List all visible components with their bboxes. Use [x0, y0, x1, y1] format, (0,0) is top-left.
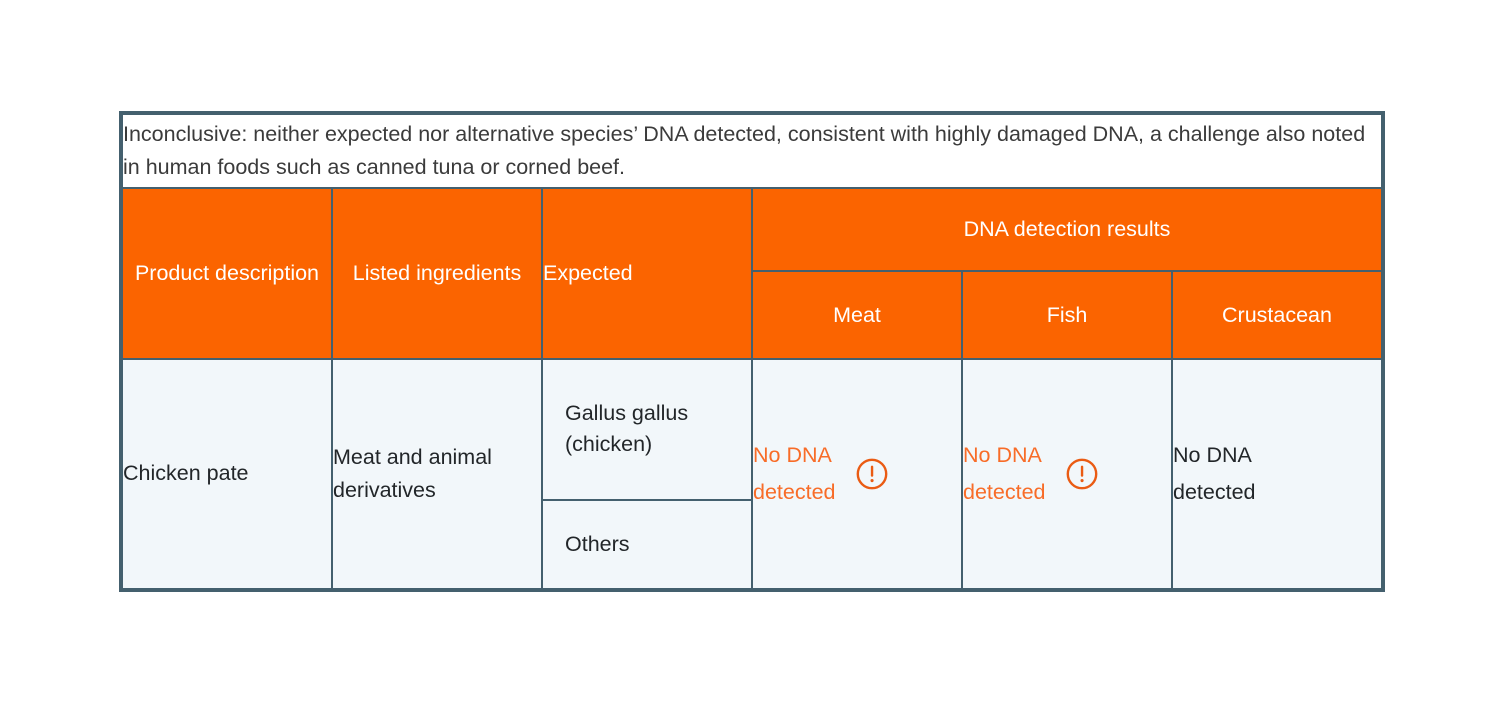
result-crustacean-content: No DNA detected [1173, 437, 1381, 511]
column-header-fish: Fish [961, 269, 1173, 360]
cell-result-meat: No DNA detected [751, 357, 963, 591]
dna-results-table: Inconclusive: neither expected nor alter… [121, 113, 1383, 591]
cell-listed-ingredients: Meat and animal derivatives [331, 357, 543, 591]
header-row-primary: Product description Listed ingredients E… [121, 186, 1383, 360]
column-header-crustacean: Crustacean [1171, 269, 1383, 360]
column-header-meat: Meat [751, 269, 963, 360]
warning-circle-icon [857, 458, 888, 490]
column-header-expected: Expected [541, 186, 753, 360]
expected-secondary-row: Others [543, 500, 751, 588]
cell-product-description: Chicken pate [121, 357, 333, 591]
cell-expected-secondary: Others [543, 500, 751, 588]
result-crustacean-text: No DNA detected [1173, 442, 1256, 504]
cell-expected: Gallus gallus (chicken) Others [541, 357, 753, 591]
result-fish-content: No DNA detected [963, 437, 1171, 511]
table-row: Chicken pate Meat and animal derivatives… [121, 357, 1383, 591]
cell-result-crustacean: No DNA detected [1171, 357, 1383, 591]
caption-row: Inconclusive: neither expected nor alter… [121, 113, 1383, 189]
result-meat-text: No DNA detected [753, 442, 836, 504]
table-caption: Inconclusive: neither expected nor alter… [121, 113, 1383, 189]
header-row-sub: Meat Fish Crustacean [122, 269, 1383, 360]
column-header-product-description: Product description [121, 186, 333, 360]
result-fish-text: No DNA detected [963, 442, 1046, 504]
cell-result-fish: No DNA detected [961, 357, 1173, 591]
warning-circle-icon [1067, 458, 1098, 490]
expected-primary-row: Gallus gallus (chicken) [543, 359, 751, 502]
expected-subtable: Gallus gallus (chicken) Others [543, 359, 751, 588]
cell-expected-primary: Gallus gallus (chicken) [543, 359, 751, 502]
column-group-header-dna-detection-results: DNA detection results [751, 186, 1383, 272]
result-meat-content: No DNA detected [753, 437, 961, 511]
dna-results-table-container: Inconclusive: neither expected nor alter… [119, 111, 1385, 592]
column-header-listed-ingredients: Listed ingredients [331, 186, 543, 360]
